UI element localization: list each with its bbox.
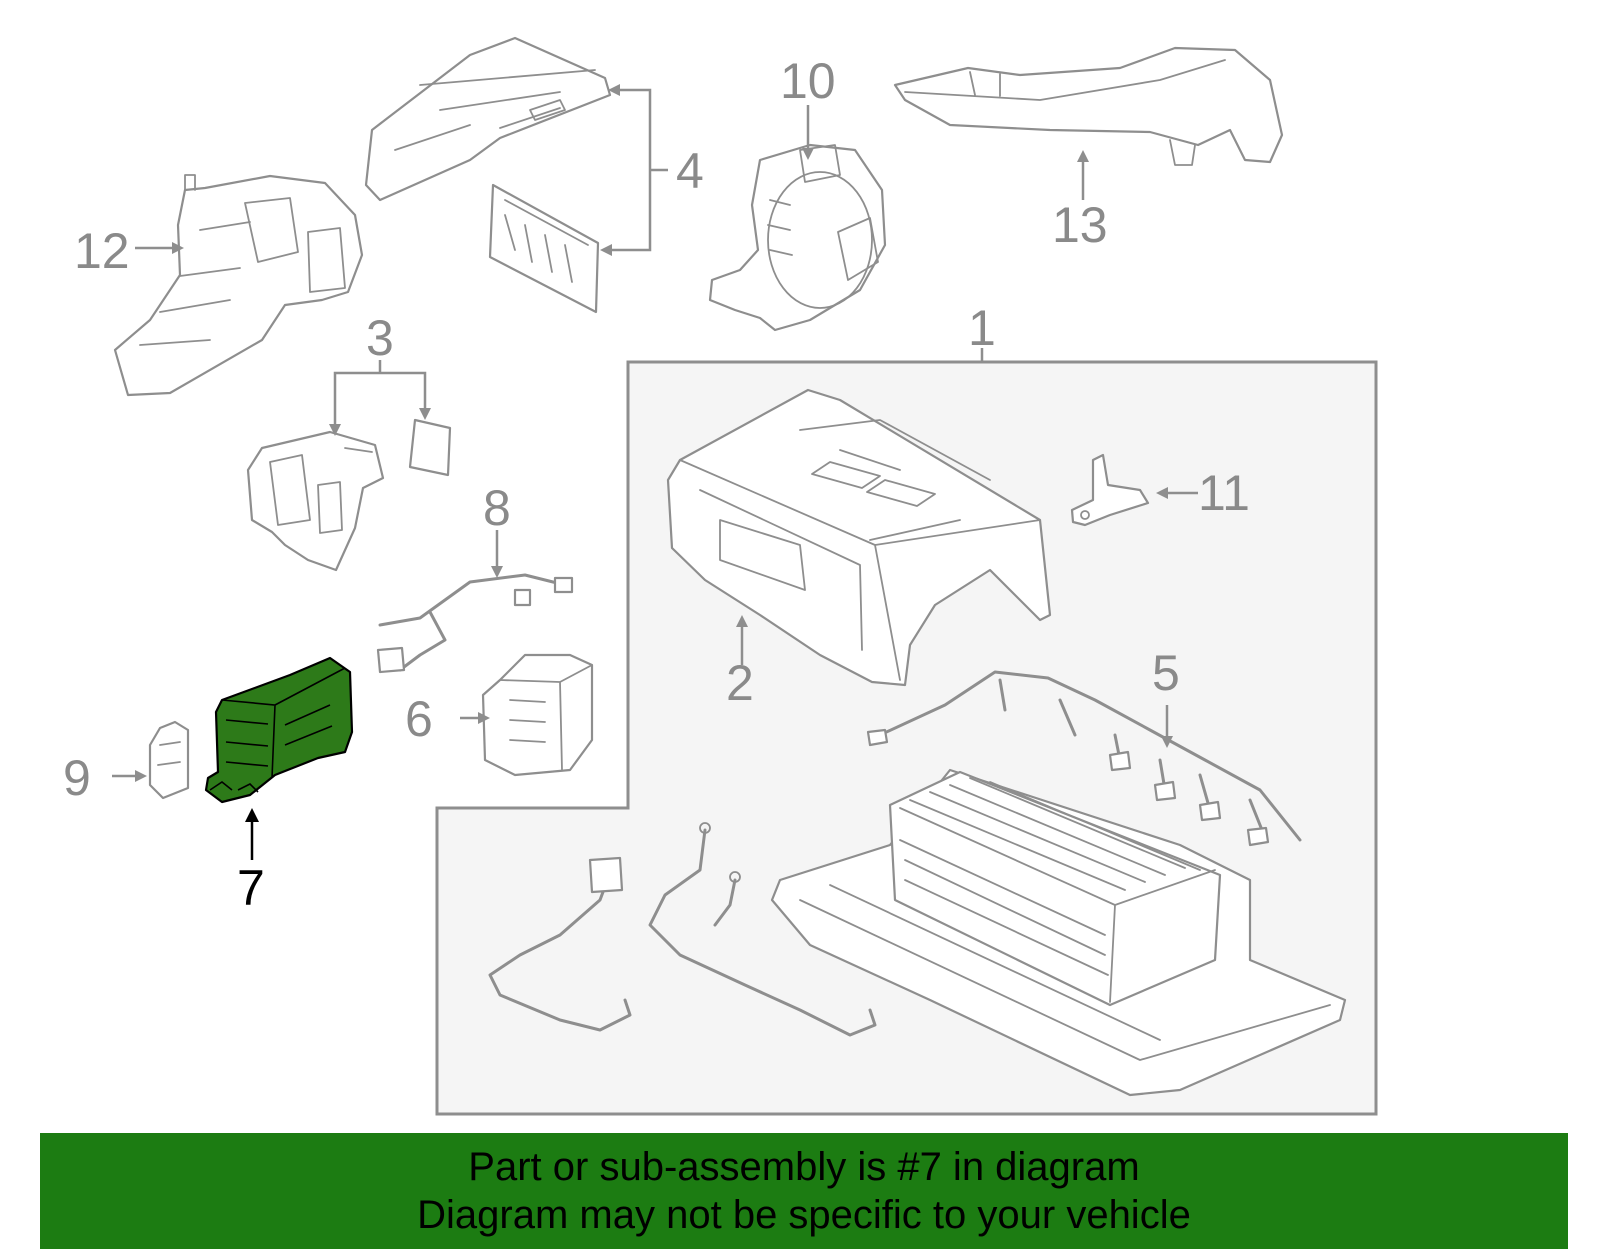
callout-13: 13: [1052, 197, 1108, 253]
parts-diagram: 1 2 3 4 5 6 7 8 9 10 11 12 13: [63, 36, 1378, 1116]
banner-line-2: Diagram may not be specific to your vehi…: [417, 1193, 1191, 1237]
part-3-bracket[interactable]: [246, 360, 452, 572]
callout-7: 7: [237, 860, 265, 916]
part-5-harness[interactable]: [866, 670, 1302, 847]
part-6-block[interactable]: [481, 653, 594, 777]
callout-labels: 1 2 3 4 5 6 7 8 9 10 11 12 13: [63, 53, 1250, 916]
callout-10: 10: [780, 53, 836, 109]
banner-line-1: Part or sub-assembly is #7 in diagram: [468, 1145, 1140, 1189]
part-8-harness[interactable]: [376, 573, 574, 674]
callout-6: 6: [405, 691, 433, 747]
callout-3: 3: [366, 310, 394, 366]
callout-12: 12: [74, 223, 130, 279]
leader-lines: [112, 84, 1198, 860]
info-banner: Part or sub-assembly is #7 in diagram Di…: [40, 1133, 1568, 1249]
callout-11: 11: [1198, 465, 1250, 521]
part-7-module-highlighted[interactable]: [204, 656, 354, 804]
callout-1: 1: [968, 300, 996, 356]
battery-cables[interactable]: [488, 822, 877, 1037]
callout-5: 5: [1152, 645, 1180, 701]
part-9-sensor[interactable]: [148, 720, 190, 800]
callout-8: 8: [483, 480, 511, 536]
part-2-battery-cover[interactable]: [666, 388, 1052, 687]
callout-2: 2: [726, 655, 754, 711]
callout-4: 4: [676, 143, 704, 199]
part-10-blower[interactable]: [708, 143, 887, 332]
part-12-duct[interactable]: [113, 174, 364, 397]
part-11-bracket[interactable]: [1070, 453, 1150, 527]
callout-9: 9: [63, 750, 91, 806]
part-4-shields[interactable]: [364, 36, 612, 314]
battery-pack-tray: [770, 768, 1347, 1097]
part-13-duct[interactable]: [893, 46, 1284, 166]
